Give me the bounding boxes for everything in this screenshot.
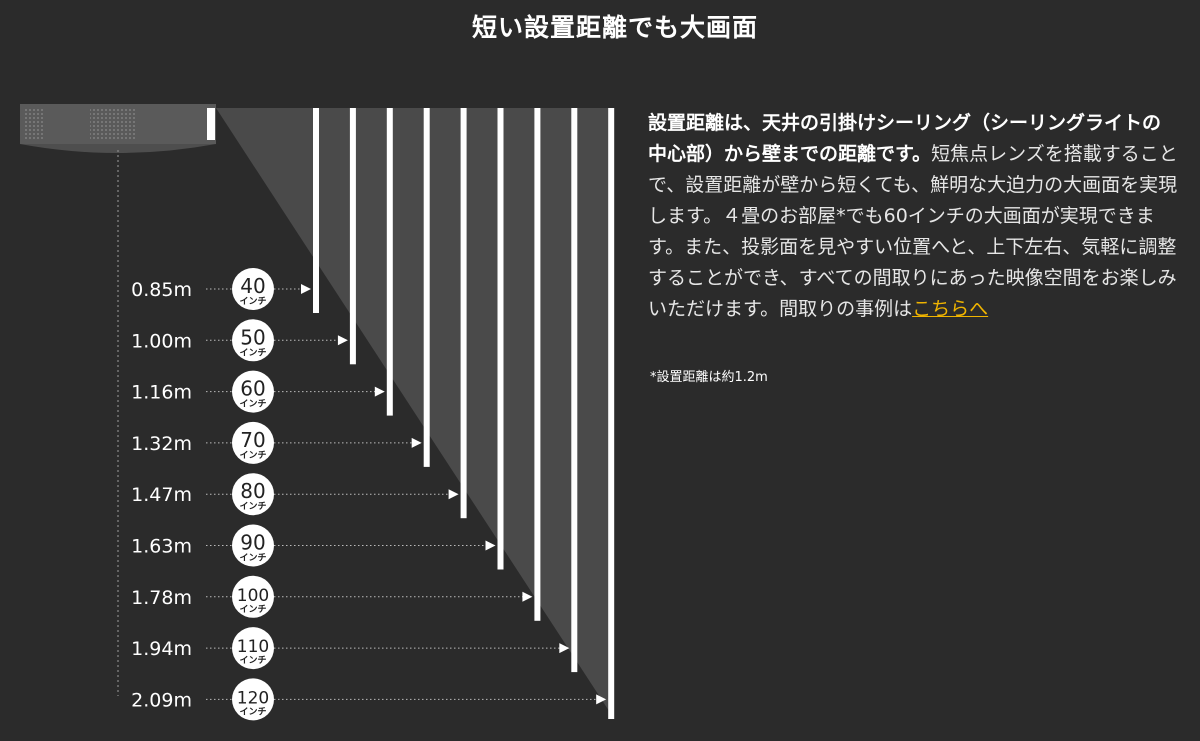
description: 設置距離は、天井の引掛けシーリング（シーリングライトの中心部）から壁までの距離で… — [648, 108, 1178, 325]
size-badge — [232, 678, 274, 721]
size-badge — [232, 421, 274, 464]
arrow-head — [411, 437, 422, 448]
size-value: 40 — [240, 274, 265, 298]
size-badge — [232, 370, 274, 413]
distance-label: 1.47m — [131, 484, 192, 506]
size-value: 100 — [237, 586, 269, 606]
arrow-head — [448, 489, 459, 500]
size-unit: インチ — [239, 296, 266, 307]
screen-line — [460, 108, 467, 519]
size-badge — [232, 627, 274, 670]
size-unit: インチ — [239, 399, 266, 410]
screen-line — [608, 108, 615, 719]
size-unit: インチ — [239, 450, 266, 461]
screen-line — [497, 108, 504, 570]
screen-line — [349, 108, 356, 365]
size-value: 90 — [240, 531, 265, 555]
screen-line — [313, 108, 319, 313]
projection-beam — [216, 108, 614, 718]
arrow-head — [374, 386, 385, 397]
size-badge — [232, 268, 274, 310]
size-value: 80 — [240, 479, 265, 503]
description-body: 短焦点レンズを搭載することで、設置距離が壁から短くても、鮮明な大迫力の大画面を実… — [648, 143, 1178, 320]
distance-label: 1.94m — [131, 638, 192, 660]
distance-label: 1.78m — [131, 587, 192, 609]
arrow-head — [485, 540, 496, 551]
screen-line — [423, 108, 430, 467]
distance-label: 1.16m — [131, 382, 192, 404]
size-unit: インチ — [239, 553, 266, 564]
distance-label: 2.09m — [131, 689, 192, 711]
description-bold: 設置距離は、天井の引掛けシーリング（シーリングライトの中心部）から壁までの距離で… — [648, 112, 1162, 165]
page-title: 短い設置距離でも大画面 — [471, 13, 758, 42]
size-value: 60 — [240, 377, 265, 401]
size-value: 120 — [237, 688, 269, 708]
screen-line — [386, 108, 393, 416]
size-unit: インチ — [239, 604, 266, 615]
arrow-head — [596, 694, 607, 705]
distance-label: 1.00m — [131, 330, 192, 352]
size-badge — [232, 524, 274, 567]
size-value: 110 — [237, 637, 269, 657]
size-badge — [232, 575, 274, 618]
size-unit: インチ — [239, 347, 266, 358]
footnote: *設置距離は約1.2m — [650, 370, 768, 385]
distance-label: 0.85m — [131, 279, 192, 301]
screen-line — [534, 108, 541, 621]
arrow-head — [522, 591, 533, 602]
distance-label: 1.63m — [131, 536, 192, 558]
size-unit: インチ — [239, 706, 266, 717]
arrow-head — [559, 643, 570, 654]
arrow-head — [337, 335, 348, 346]
distance-label: 1.32m — [131, 433, 192, 455]
size-badge — [232, 319, 274, 362]
ceiling-projector-icon — [20, 104, 216, 696]
size-badge — [232, 473, 274, 516]
size-value: 70 — [240, 428, 265, 452]
size-value: 50 — [240, 325, 265, 349]
size-unit: インチ — [239, 501, 266, 512]
arrow-head — [301, 284, 311, 294]
screen-line — [571, 108, 578, 673]
layout-examples-link[interactable]: こちらへ — [912, 298, 989, 320]
size-unit: インチ — [239, 655, 266, 666]
